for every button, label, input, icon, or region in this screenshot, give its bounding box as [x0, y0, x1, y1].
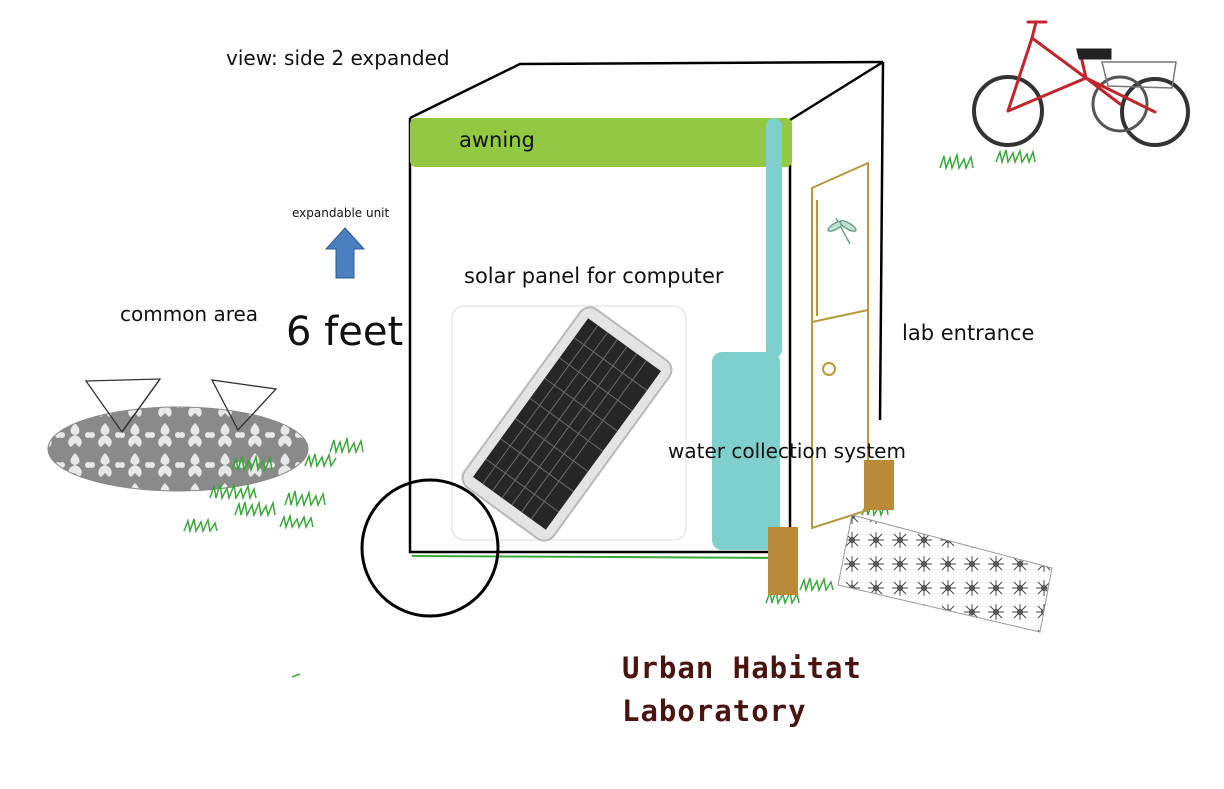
water-collection-system: [712, 118, 782, 550]
bicycle-icon: [974, 22, 1188, 145]
common-area-label: common area: [120, 304, 258, 324]
awning-label: awning: [459, 130, 535, 151]
post-left: [768, 527, 798, 595]
water-system-label: water collection system: [668, 441, 906, 461]
view-label: view: side 2 expanded: [226, 48, 450, 68]
post-right: [864, 460, 894, 510]
ground-line: [412, 556, 790, 558]
title-line-2: Laboratory: [622, 697, 807, 726]
solar-panel-label: solar panel for computer: [464, 266, 724, 287]
patterned-mat: [838, 515, 1052, 632]
dragonfly-icon: [827, 218, 858, 244]
up-arrow-icon: [326, 228, 364, 278]
expandable-unit-label: expandable unit: [292, 207, 389, 219]
title-line-1: Urban Habitat: [622, 654, 862, 683]
common-area-rug: [48, 407, 308, 491]
lab-entrance-door: [812, 163, 868, 528]
lab-entrance-label: lab entrance: [902, 323, 1034, 344]
corner-circle: [362, 480, 498, 616]
height-label: 6 feet: [286, 312, 403, 352]
